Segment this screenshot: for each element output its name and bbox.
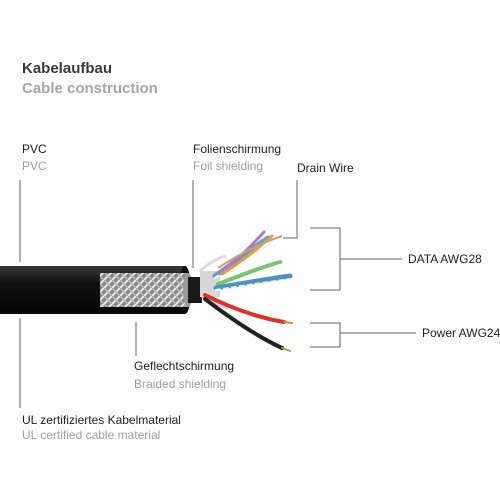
ul-label-de: UL zertifiziertes Kabelmaterial [22, 413, 181, 427]
leader-lines [19, 180, 416, 408]
pvc-label-en: PVC [22, 159, 47, 173]
power-wires [203, 293, 293, 352]
foil-label-de: Folienschirmung [193, 142, 282, 156]
data-pair-green [216, 260, 282, 286]
ul-label-en: UL certified cable material [22, 428, 161, 442]
drain-wire-leader [283, 180, 298, 239]
power-bracket [310, 322, 341, 348]
drain-wire [217, 235, 283, 269]
inner-jacket [188, 277, 202, 303]
data-pair-white-2 [215, 278, 291, 291]
power-wire-black [203, 297, 284, 350]
data-pair-blue-2 [213, 273, 293, 291]
drain-wire-label: Drain Wire [297, 161, 354, 175]
data-awg28-label: DATA AWG28 [408, 252, 482, 266]
power-awg24-label: Power AWG24 [422, 326, 500, 340]
data-pairs [212, 230, 293, 291]
pvc-label-de: PVC [22, 142, 47, 156]
subtitle: Cable construction [22, 80, 158, 97]
power-wire-red [203, 293, 286, 324]
power-black-copper-tip [281, 347, 291, 352]
title: Kabelaufbau [22, 60, 113, 77]
braid-label-de: Geflechtschirmung [134, 359, 235, 373]
data-pair-orange [220, 234, 274, 276]
braid-label-en: Braided shielding [134, 377, 227, 391]
power-red-copper-tip [283, 321, 293, 324]
braided-shield [100, 273, 188, 307]
data-bracket [310, 227, 341, 291]
foil-label-en: Foil shielding [193, 159, 264, 173]
